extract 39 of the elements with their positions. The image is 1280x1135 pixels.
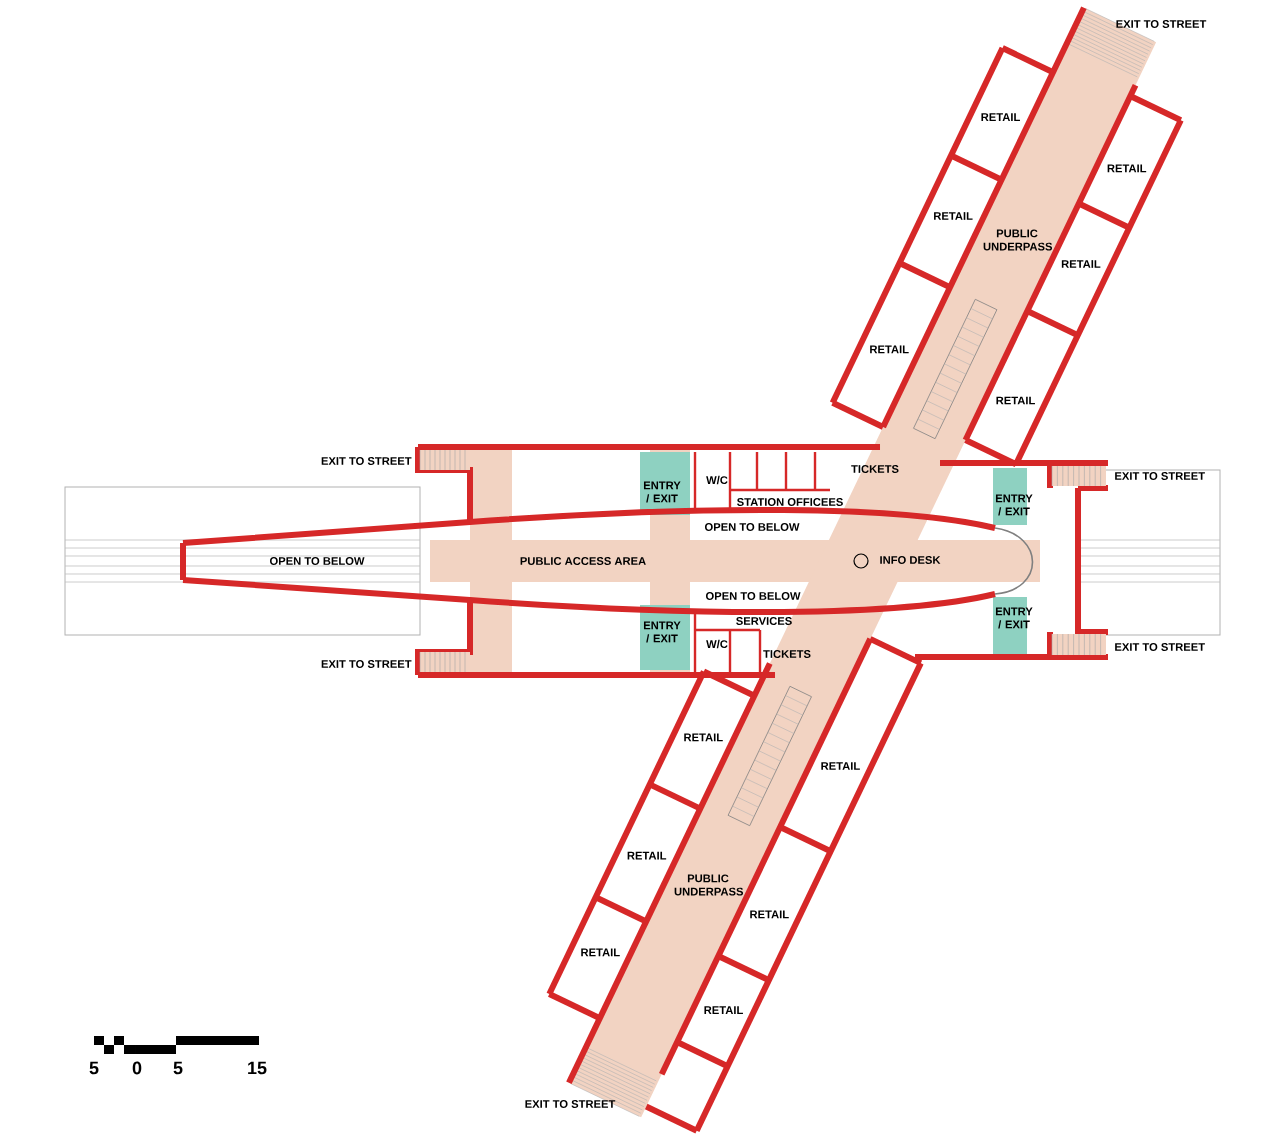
room-label: RETAIL <box>704 1006 743 1014</box>
room-label: OPEN TO BELOW <box>270 557 365 565</box>
room-label: RETAIL <box>870 345 909 354</box>
room-label: OPEN TO BELOW <box>705 523 800 531</box>
room-label: EXIT TO STREET <box>1115 472 1205 480</box>
room-label: EXIT TO STREET <box>1116 20 1207 28</box>
room-label: RETAIL <box>1061 260 1101 268</box>
room-label: PUBLIC ACCESS AREA <box>520 557 646 565</box>
room-label: TICKETS <box>851 465 899 473</box>
scale-number: 5 <box>89 1061 99 1075</box>
room-label: EXIT TO STREET <box>321 457 412 465</box>
scale-number: 5 <box>173 1061 183 1075</box>
room-label: RETAIL <box>821 762 860 770</box>
room-label: EXIT TO STREET <box>321 660 412 668</box>
room-label: RETAIL <box>1107 164 1147 173</box>
room-label: ENTRY / EXIT <box>644 481 681 503</box>
room-label: RETAIL <box>627 851 667 860</box>
room-label: PUBLIC UNDERPASS <box>674 874 744 896</box>
room-label: RETAIL <box>934 212 973 220</box>
room-label: PUBLIC UNDERPASS <box>983 229 1053 251</box>
room-label: RETAIL <box>684 733 723 742</box>
room-label: RETAIL <box>581 948 620 957</box>
room-label: INFO DESK <box>880 556 941 564</box>
room-label: W/C <box>706 475 728 485</box>
room-label: STATION OFFICEES <box>737 498 843 506</box>
scale-number: 15 <box>248 1061 267 1075</box>
room-label: RETAIL <box>750 910 789 919</box>
room-label: OPEN TO BELOW <box>706 592 801 600</box>
room-label: W/C <box>706 639 728 649</box>
room-label: EXIT TO STREET <box>525 1100 616 1108</box>
room-label: RETAIL <box>981 113 1020 121</box>
scale-number: 0 <box>132 1061 142 1075</box>
room-label: ENTRY / EXIT <box>996 494 1033 516</box>
room-label: ENTRY / EXIT <box>996 607 1033 629</box>
room-label: TICKETS <box>763 650 811 658</box>
room-label: ENTRY / EXIT <box>644 621 681 643</box>
room-label: RETAIL <box>996 396 1035 405</box>
room-label: EXIT TO STREET <box>1115 643 1205 651</box>
room-label: SERVICES <box>736 617 792 625</box>
